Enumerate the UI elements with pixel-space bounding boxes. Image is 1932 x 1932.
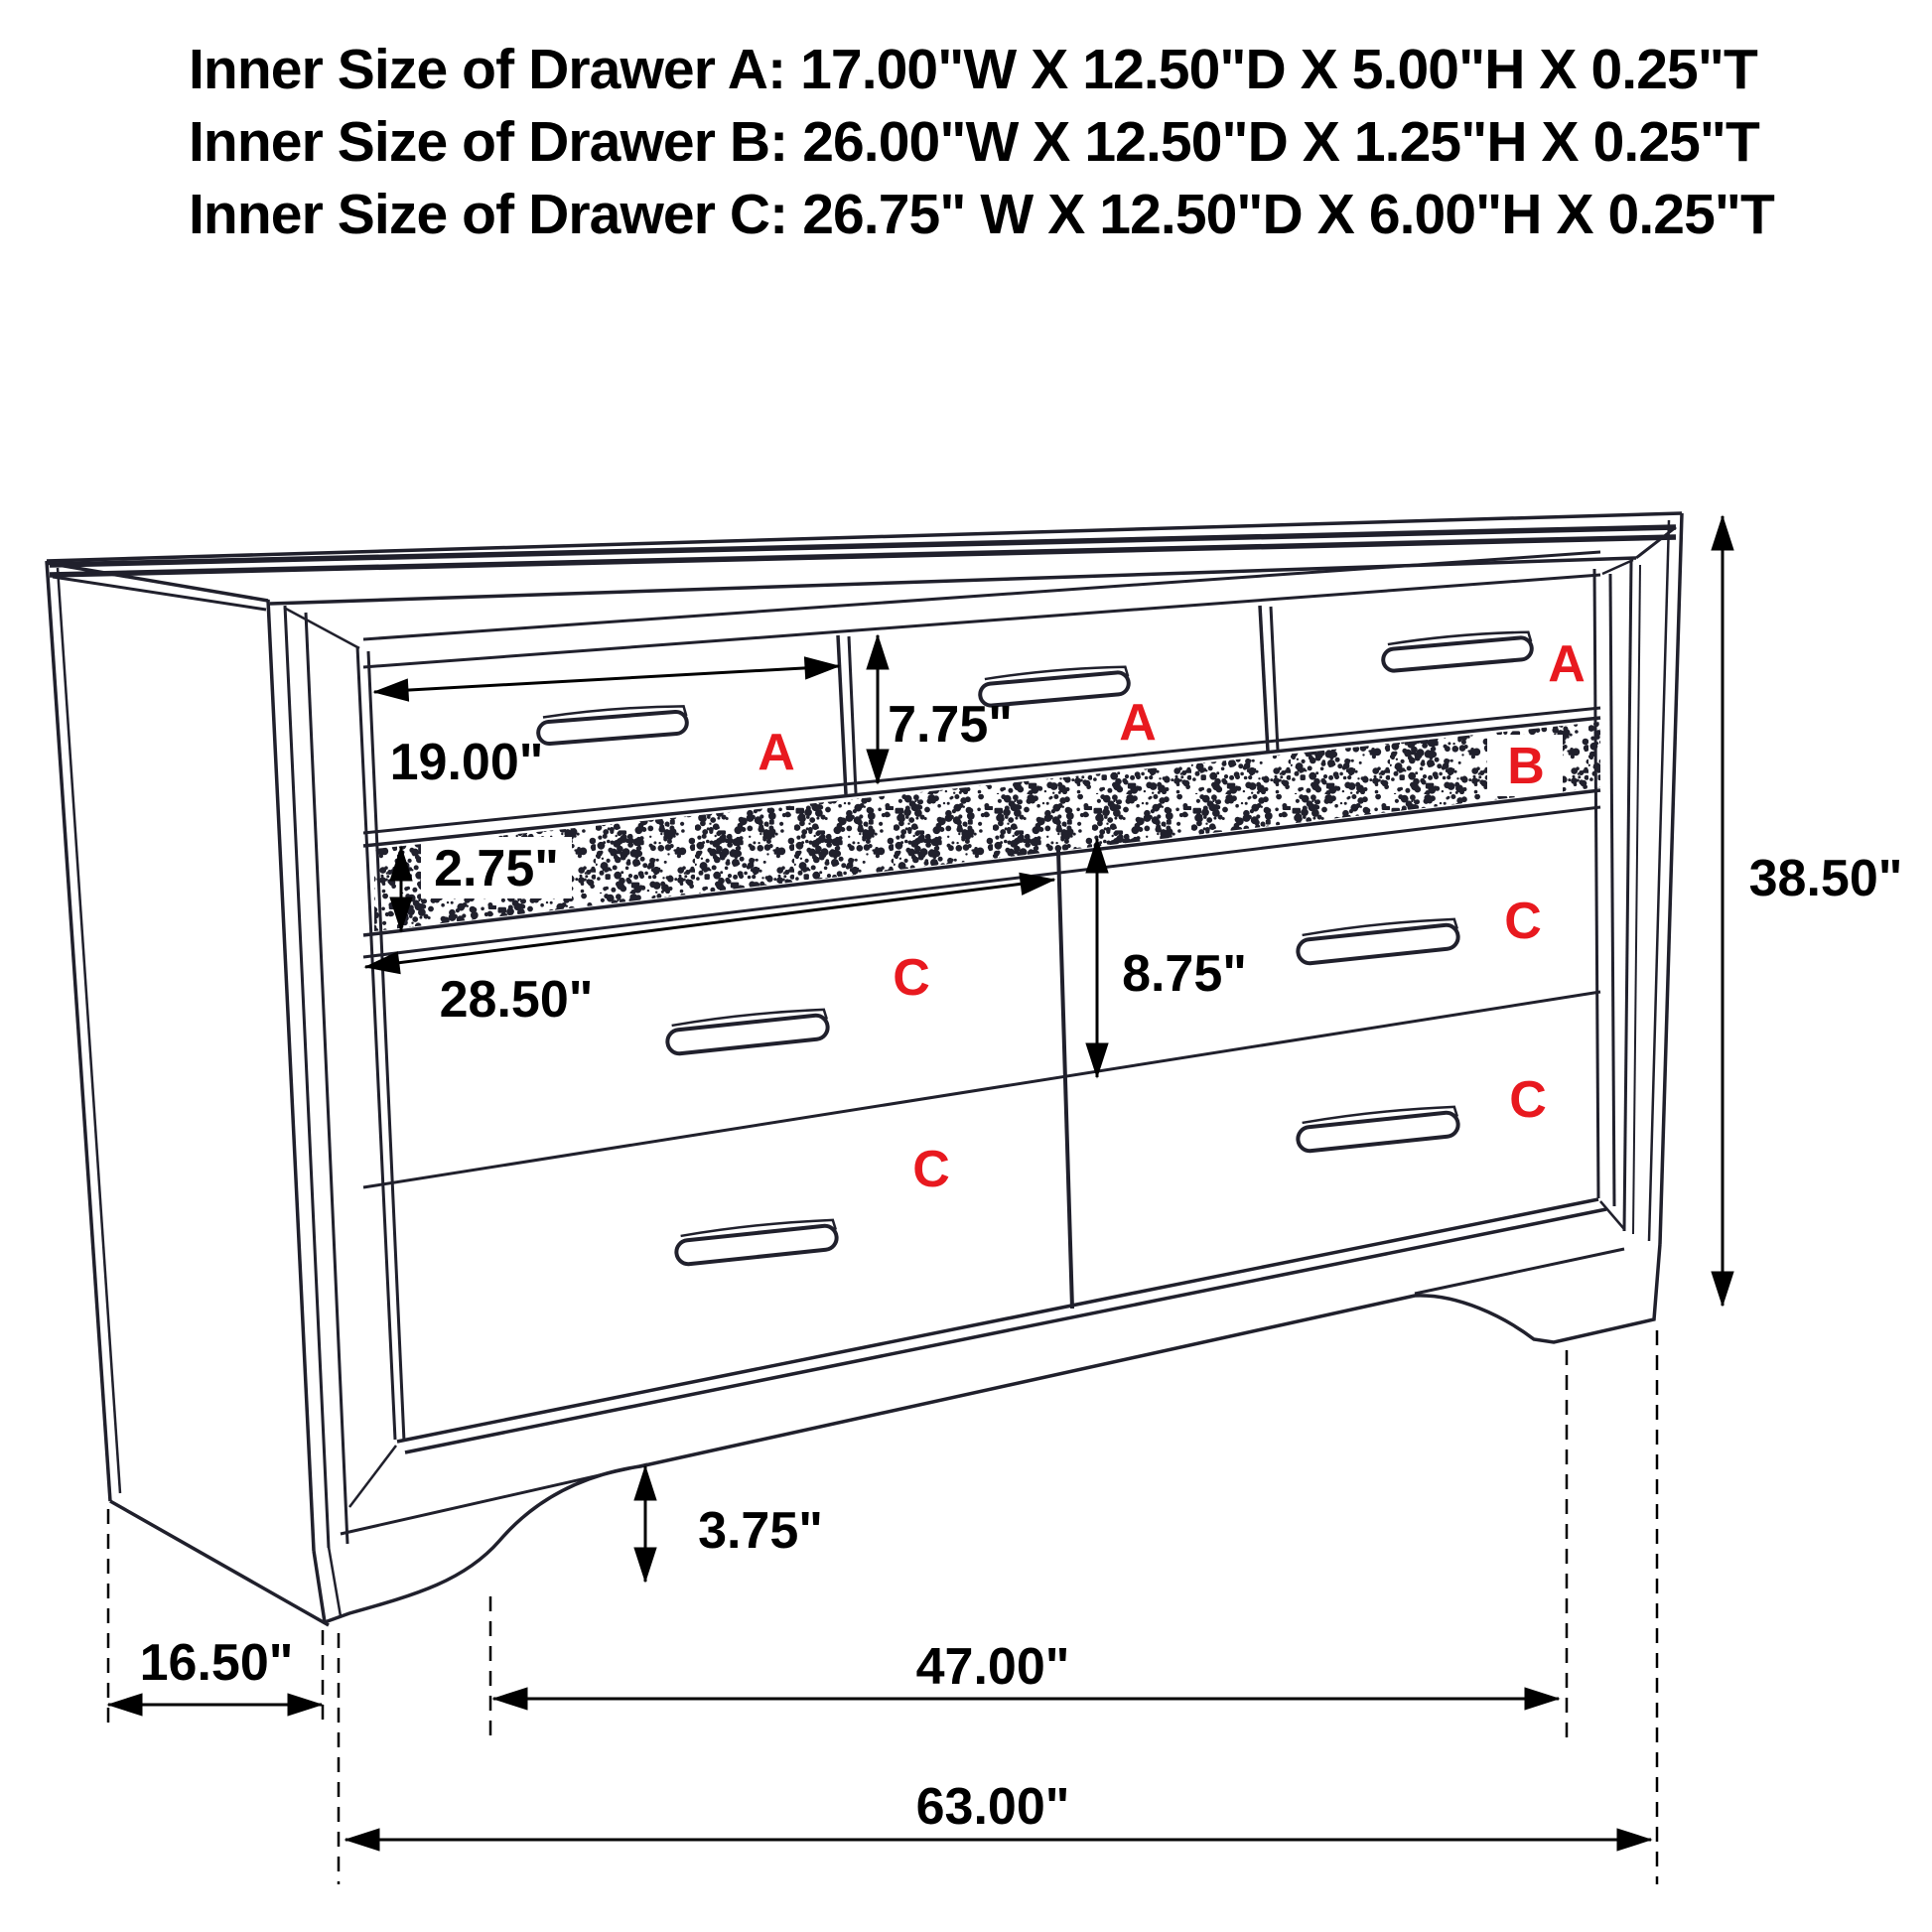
svg-text:47.00": 47.00": [916, 1638, 1070, 1696]
svg-text:63.00": 63.00": [916, 1778, 1070, 1836]
svg-text:19.00": 19.00": [390, 734, 544, 791]
svg-text:7.75": 7.75": [888, 696, 1013, 754]
svg-text:A: A: [1548, 635, 1586, 693]
svg-text:8.75": 8.75": [1122, 945, 1247, 1003]
svg-text:C: C: [1509, 1071, 1547, 1129]
svg-text:C: C: [893, 949, 930, 1007]
svg-text:3.75": 3.75": [698, 1502, 823, 1560]
svg-text:A: A: [1119, 694, 1157, 752]
svg-text:B: B: [1507, 738, 1545, 795]
svg-text:C: C: [912, 1141, 950, 1198]
svg-text:38.50": 38.50": [1749, 850, 1903, 907]
svg-text:16.50": 16.50": [140, 1634, 294, 1692]
svg-text:28.50": 28.50": [440, 971, 594, 1029]
svg-text:2.75": 2.75": [434, 840, 559, 897]
svg-text:A: A: [758, 724, 795, 781]
svg-text:C: C: [1504, 893, 1542, 950]
